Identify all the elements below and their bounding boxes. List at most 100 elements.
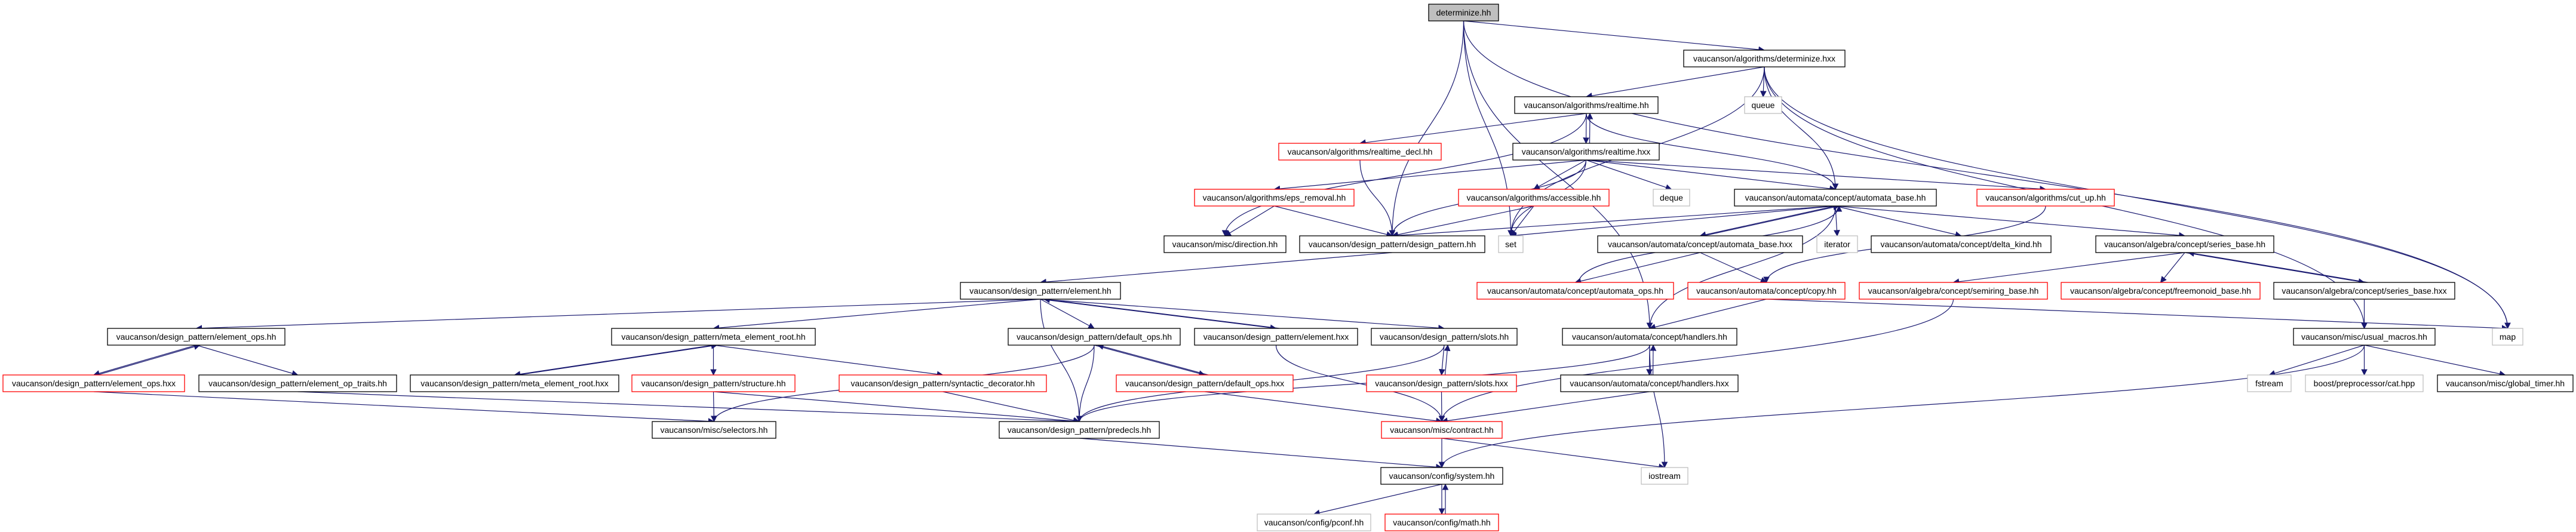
graph-node-set: set (1498, 235, 1524, 253)
dependency-edge-el-mer (713, 299, 1041, 331)
graph-node-eops[interactable]: vaucanson/design_pattern/element_ops.hh (107, 328, 285, 346)
node-label: vaucanson/design_pattern/slots.hh (1380, 332, 1509, 342)
dependency-edge-el-elx (1040, 299, 1277, 331)
graph-node-deque: deque (1653, 189, 1690, 207)
graph-node-el[interactable]: vaucanson/design_pattern/element.hh (960, 282, 1121, 300)
graph-node-merx[interactable]: vaucanson/design_pattern/meta_element_ro… (410, 374, 619, 392)
graph-node-acc[interactable]: vaucanson/algorithms/accessible.hh (1458, 189, 1610, 207)
dependency-edge-eps-dp (1274, 205, 1393, 238)
graph-node-math[interactable]: vaucanson/config/math.hh (1384, 513, 1499, 531)
node-label: vaucanson/design_pattern/predecls.hh (1008, 425, 1152, 435)
dependency-edge-hand-pre (1076, 345, 1650, 423)
graph-node-eps[interactable]: vaucanson/algorithms/eps_removal.hh (1194, 189, 1355, 207)
graph-node-det[interactable]: determinize.hh (1428, 4, 1499, 21)
node-label: vaucanson/misc/global_timer.hh (2446, 379, 2565, 388)
graph-node-eopsx[interactable]: vaucanson/design_pattern/element_ops.hxx (2, 374, 185, 392)
node-label: vaucanson/automata/concept/handlers.hh (1572, 332, 1727, 342)
graph-node-dir[interactable]: vaucanson/misc/direction.hh (1163, 235, 1287, 253)
node-box (1476, 282, 1674, 300)
node-box (1859, 282, 2048, 300)
graph-node-mer[interactable]: vaucanson/design_pattern/meta_element_ro… (611, 328, 816, 346)
dependency-edge-abx-ab (1703, 204, 1840, 236)
node-box (410, 374, 619, 392)
dependency-edge-ab-hand (1646, 205, 1836, 330)
node-box (1687, 282, 1846, 300)
dependency-edge-rtx-eps (1273, 159, 1586, 192)
graph-node-rtx[interactable]: vaucanson/algorithms/realtime.hxx (1512, 143, 1660, 161)
graph-node-handx[interactable]: vaucanson/automata/concept/handlers.hxx (1560, 374, 1739, 392)
dependency-edge-eopsx-sel (93, 391, 715, 425)
graph-node-sb[interactable]: vaucanson/algebra/concept/series_base.hh (2095, 235, 2274, 253)
graph-node-eot[interactable]: vaucanson/design_pattern/element_op_trai… (198, 374, 397, 392)
node-label: vaucanson/design_pattern/syntactic_decor… (851, 379, 1034, 388)
dependency-edge-dopsx-dops (1097, 343, 1209, 376)
graph-node-slotsx[interactable]: vaucanson/design_pattern/slots.hxx (1366, 374, 1517, 392)
graph-node-slots[interactable]: vaucanson/design_pattern/slots.hh (1371, 328, 1518, 346)
node-box (2095, 235, 2274, 253)
graph-node-detx[interactable]: vaucanson/algorithms/determinize.hxx (1683, 50, 1846, 67)
dependency-edge-slots-slotsx (1438, 345, 1445, 376)
node-box (1194, 189, 1355, 207)
graph-node-sel[interactable]: vaucanson/misc/selectors.hh (652, 421, 776, 439)
dependency-edge-rtx-rt (1586, 112, 1594, 144)
graph-node-free[interactable]: vaucanson/algebra/concept/freemonoid_bas… (2061, 282, 2261, 300)
node-label: vaucanson/automata/concept/copy.hh (1696, 286, 1837, 296)
node-label: vaucanson/design_pattern/design_pattern.… (1309, 239, 1476, 249)
graph-node-dops[interactable]: vaucanson/design_pattern/default_ops.hh (1008, 328, 1181, 346)
dependency-edge-elx-el (1043, 296, 1280, 329)
dependency-edge-eopsx-eops (97, 343, 201, 376)
graph-node-semi[interactable]: vaucanson/algebra/concept/semiring_base.… (1859, 282, 2048, 300)
graph-node-rt[interactable]: vaucanson/algorithms/realtime.hh (1514, 96, 1659, 114)
graph-node-um[interactable]: vaucanson/misc/usual_macros.hh (2293, 328, 2436, 346)
graph-node-abx[interactable]: vaucanson/automata/concept/automata_base… (1597, 235, 1803, 253)
node-label: vaucanson/design_pattern/default_ops.hxx (1125, 379, 1284, 388)
node-label: determinize.hh (1436, 8, 1491, 17)
node-label: vaucanson/design_pattern/element.hxx (1203, 332, 1349, 342)
node-label: vaucanson/design_pattern/element.hh (969, 286, 1111, 296)
node-box (1597, 235, 1803, 253)
graph-node-copy[interactable]: vaucanson/automata/concept/copy.hh (1687, 282, 1846, 300)
graph-node-sys[interactable]: vaucanson/config/system.hh (1380, 467, 1503, 485)
node-box (611, 328, 816, 346)
node-box (1428, 4, 1499, 21)
dependency-edge-hand-ios (1649, 345, 1668, 469)
graph-node-cut[interactable]: vaucanson/algorithms/cut_up.hh (1976, 189, 2115, 207)
graph-node-dopsx[interactable]: vaucanson/design_pattern/default_ops.hxx (1116, 374, 1294, 392)
node-box (1560, 374, 1739, 392)
node-label: vaucanson/design_pattern/meta_element_ro… (420, 379, 608, 388)
node-label: vaucanson/misc/contract.hh (1390, 425, 1494, 435)
dependency-edge-handx-hand (1650, 344, 1657, 376)
graph-node-gt[interactable]: vaucanson/misc/global_timer.hh (2437, 374, 2574, 392)
graph-node-aops[interactable]: vaucanson/automata/concept/automata_ops.… (1476, 282, 1674, 300)
graph-node-dp[interactable]: vaucanson/design_pattern/design_pattern.… (1299, 235, 1485, 253)
dependency-edge-el-eops (195, 299, 1041, 332)
node-box (1976, 189, 2115, 207)
graph-node-syn[interactable]: vaucanson/design_pattern/syntactic_decor… (839, 374, 1047, 392)
graph-node-dk[interactable]: vaucanson/automata/concept/delta_kind.hh (1871, 235, 2052, 253)
node-label: vaucanson/design_pattern/element_ops.hxx (12, 379, 176, 388)
graph-node-sbx[interactable]: vaucanson/algebra/concept/series_base.hx… (2273, 282, 2455, 300)
dependency-edge-det-dp (1389, 20, 1464, 237)
node-label: vaucanson/automata/concept/delta_kind.hh (1880, 239, 2041, 249)
dependency-edge-rtx-cut (1586, 159, 2047, 192)
dependency-edge-ab-iter (1834, 205, 1840, 237)
graph-node-rtdecl[interactable]: vaucanson/algorithms/realtime_decl.hh (1278, 143, 1442, 161)
graph-node-con[interactable]: vaucanson/misc/contract.hh (1381, 421, 1503, 439)
dependency-edge-detx-map (1764, 66, 2511, 330)
graph-node-cat: boost/preprocessor/cat.hpp (2305, 374, 2424, 392)
graph-node-hand[interactable]: vaucanson/automata/concept/handlers.hh (1562, 328, 1737, 346)
node-box (839, 374, 1047, 392)
node-box (107, 328, 285, 346)
node-box (2, 374, 185, 392)
graph-node-pre[interactable]: vaucanson/design_pattern/predecls.hh (999, 421, 1160, 439)
graph-node-elx[interactable]: vaucanson/design_pattern/element.hxx (1194, 328, 1358, 346)
graph-node-ab[interactable]: vaucanson/automata/concept/automata_base… (1734, 189, 1937, 207)
node-label: vaucanson/algorithms/realtime_decl.hh (1288, 147, 1433, 156)
node-box (652, 421, 776, 439)
node-box (1384, 513, 1499, 531)
dependency-edge-semi-con (1438, 299, 1954, 423)
dependency-edge-copy-hand (1648, 299, 1767, 330)
dependency-edge-ab-set (1510, 205, 1836, 239)
node-label: vaucanson/automata/concept/automata_ops.… (1487, 286, 1663, 296)
graph-node-struct[interactable]: vaucanson/design_pattern/structure.hh (631, 374, 796, 392)
